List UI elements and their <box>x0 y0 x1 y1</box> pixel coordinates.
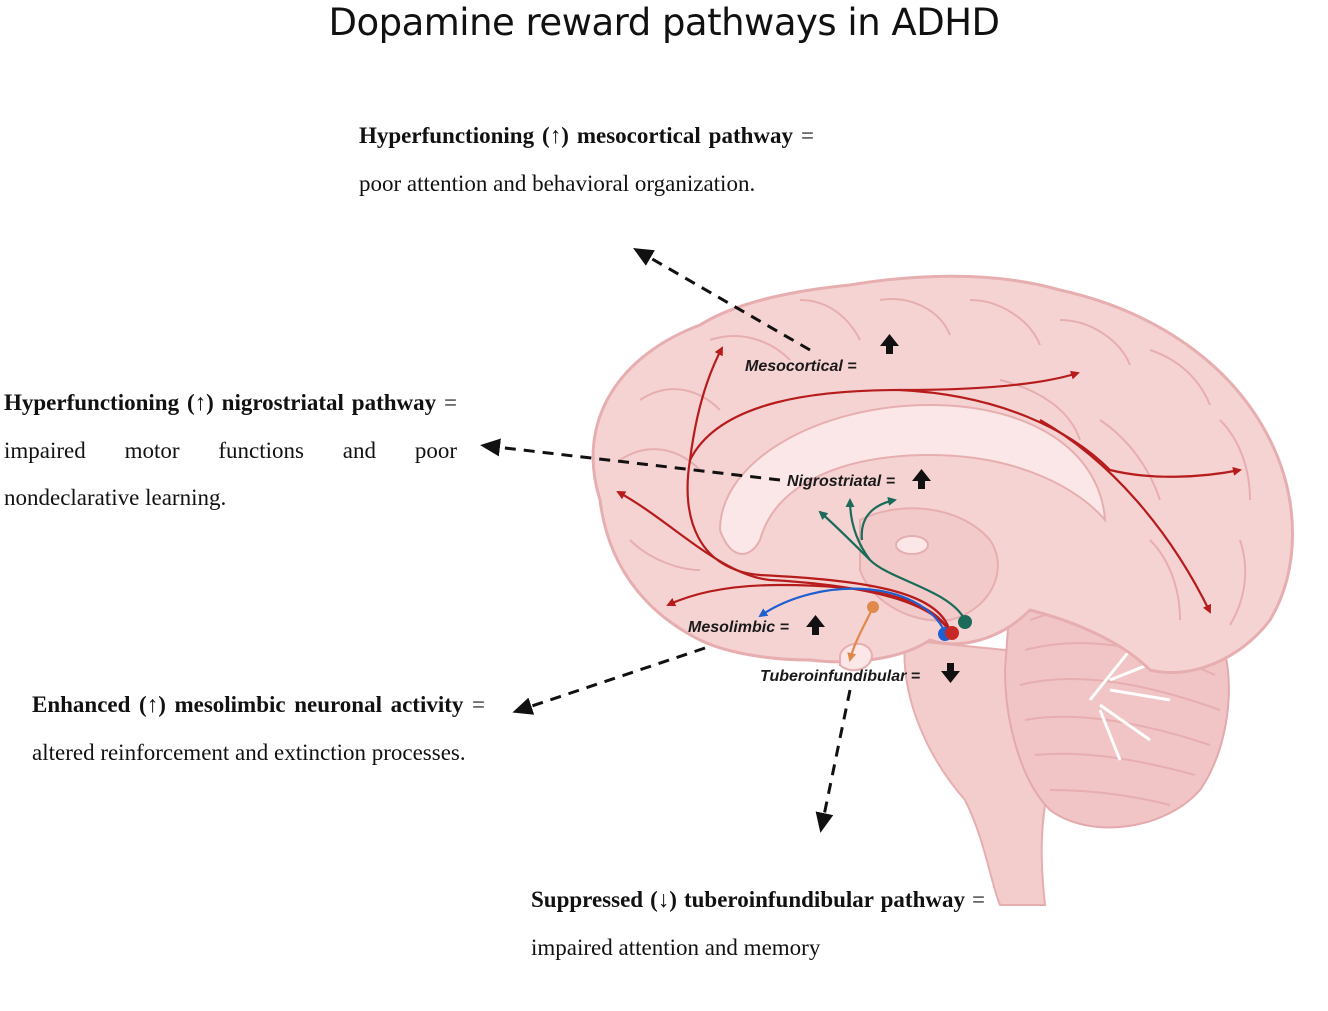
nigrostriatal-branch-3 <box>860 496 897 541</box>
callout-arrow-mesolimbic <box>512 646 706 715</box>
fornix-hole <box>895 535 929 555</box>
callout-arrow-nigrostriatal <box>480 438 781 482</box>
nigrostriatal-branch-1 <box>818 510 966 621</box>
callout-arrows <box>480 248 852 833</box>
label-mesolimbic: Mesolimbic = <box>688 619 789 636</box>
callout-mesocortical: Hyperfunctioning (↑) mesocortical pathwa… <box>359 112 814 207</box>
callout-arrow-tuberoinfundibular <box>815 689 852 833</box>
corpus-callosum <box>718 403 1107 555</box>
mesocortical-branch-occipital <box>1039 419 1211 614</box>
callout-tuberoinfundibular-text: = impaired attention and memory <box>531 887 985 960</box>
label-tuberoinfundibular: Tuberoinfundibular = <box>760 668 920 685</box>
up-arrow-icon <box>912 469 931 489</box>
callout-mesolimbic-heading: Enhanced (↑) mesolimbic neuronal activit… <box>32 692 464 717</box>
page-title: Dopamine reward pathways in ADHD <box>328 1 1000 44</box>
up-arrow-icon <box>880 334 899 354</box>
mesocortical-branch-cingulate <box>689 370 1080 461</box>
nigrostriatal-origin <box>958 615 972 629</box>
gyri <box>619 298 1251 626</box>
nigrostriatal-branch-2 <box>845 498 871 561</box>
cerebrum <box>591 274 1294 675</box>
callout-mesolimbic-text: = altered reinforcement and extinction p… <box>32 692 485 765</box>
callout-tuberoinfundibular: Suppressed (↓) tuberoinfundibular pathwa… <box>531 876 985 971</box>
callout-arrow-mesocortical <box>633 248 811 352</box>
callout-nigrostriatal-text: = impaired motor functions and poor nond… <box>4 390 457 510</box>
thalamus <box>859 507 999 622</box>
mesocortical-origin <box>945 626 959 640</box>
mesolimbic-pathway <box>758 587 946 633</box>
label-mesocortical: Mesocortical = <box>745 358 857 375</box>
mesocortical-branch-parietal <box>899 388 1242 478</box>
nigrostriatal-pathway <box>818 496 966 621</box>
down-arrow-icon <box>941 663 960 683</box>
callout-mesolimbic: Enhanced (↑) mesolimbic neuronal activit… <box>32 681 485 776</box>
tuberoinfundibular-origin <box>867 601 879 613</box>
mesocortical-branch-frontal-lower <box>616 491 951 633</box>
label-nigrostriatal: Nigrostriatal = <box>787 473 895 490</box>
arbor-vitae <box>1088 649 1171 761</box>
pituitary <box>839 642 874 672</box>
callout-tuberoinfundibular-heading: Suppressed (↓) tuberoinfundibular pathwa… <box>531 887 965 912</box>
callout-mesocortical-heading: Hyperfunctioning (↑) mesocortical pathwa… <box>359 123 794 148</box>
callout-mesocortical-text: = poor attention and behavioral organiza… <box>359 123 814 196</box>
up-arrow-icon <box>806 615 825 635</box>
callout-nigrostriatal-heading: Hyperfunctioning (↑) nigrostriatal pathw… <box>4 390 437 415</box>
callout-nigrostriatal: Hyperfunctioning (↑) nigrostriatal pathw… <box>4 379 457 522</box>
